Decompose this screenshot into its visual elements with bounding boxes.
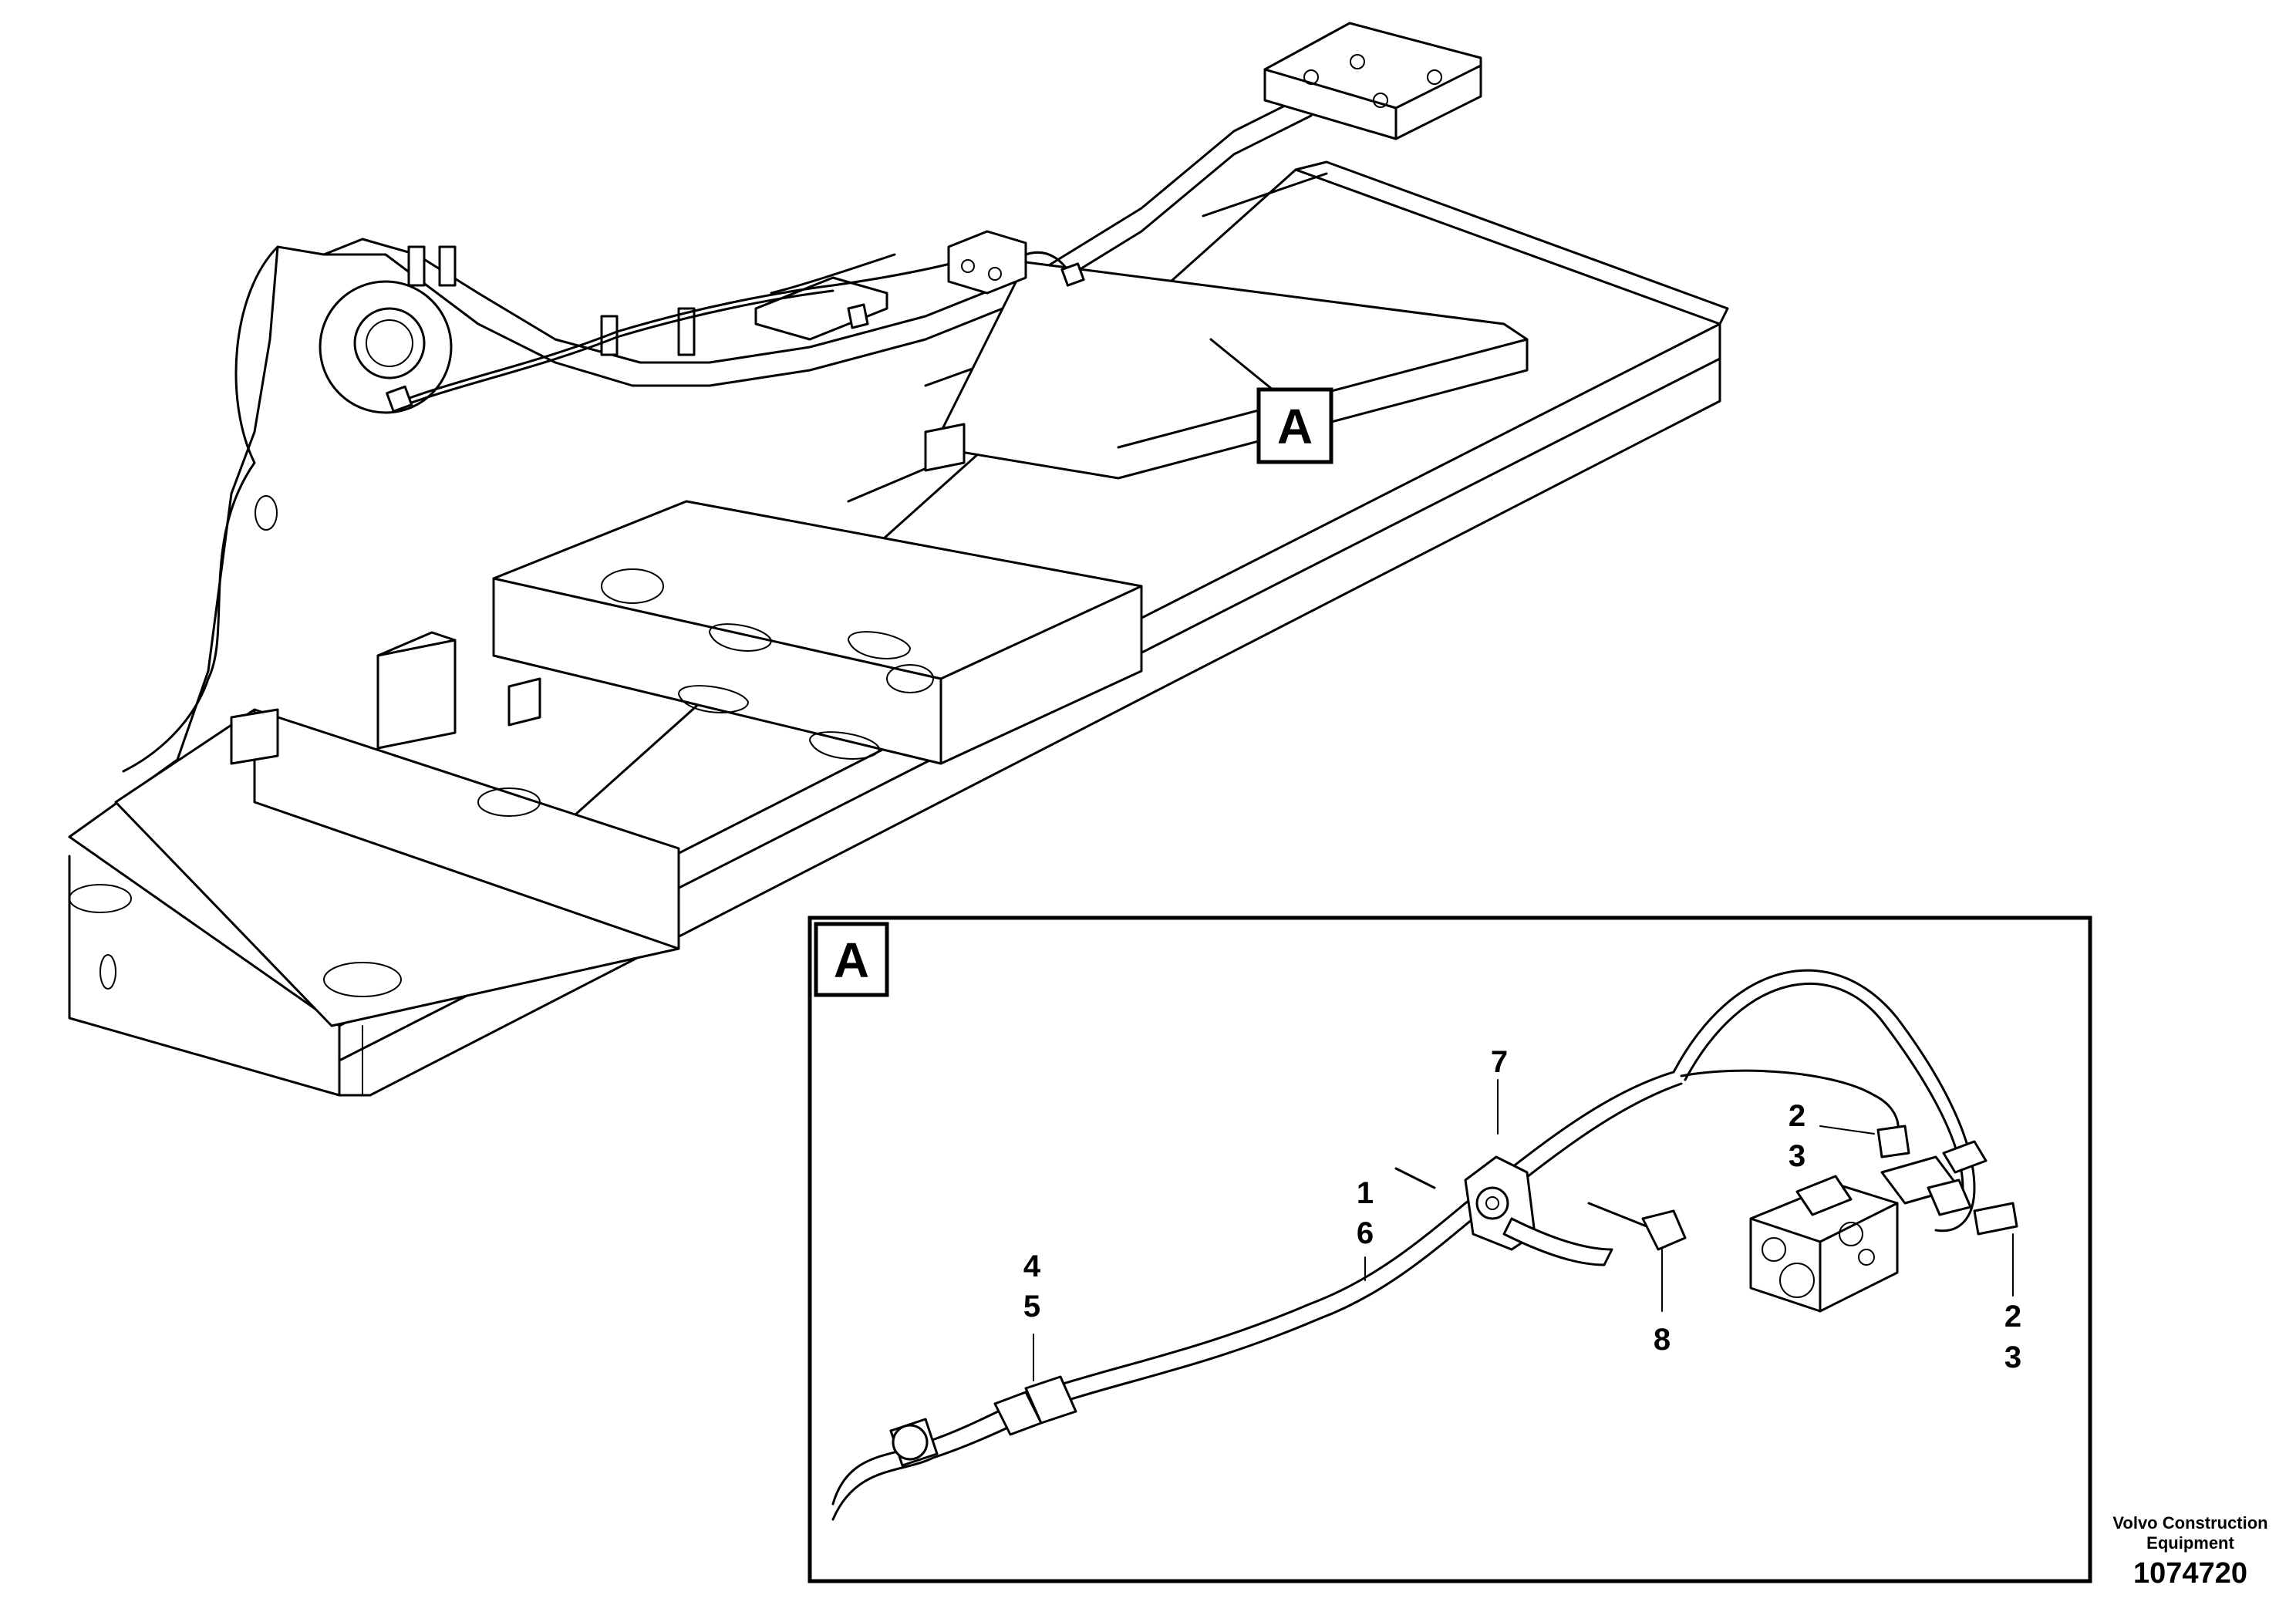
callout-7: 7	[1491, 1045, 1508, 1079]
callout-leaders	[1033, 1079, 2014, 1381]
footer: Volvo Construction Equipment 1074720	[2112, 1513, 2267, 1590]
view-marker-leader	[1209, 338, 1274, 391]
callout-2-upper: 2	[1789, 1099, 1805, 1133]
company-name-line2: Equipment	[2146, 1533, 2234, 1553]
callout-8: 8	[1654, 1323, 1671, 1357]
callout-5: 5	[1023, 1290, 1040, 1324]
callouts: 7 1 6 2 3 2 3 4 5 8	[1023, 1045, 2021, 1374]
callout-2-lower: 2	[2004, 1300, 2021, 1334]
detail-view-a: A	[807, 916, 2092, 1583]
callout-1: 1	[1357, 1176, 1374, 1210]
callout-6: 6	[1357, 1216, 1374, 1250]
svg-text:A: A	[1277, 399, 1313, 454]
callout-3-upper: 3	[1789, 1139, 1805, 1173]
company-name-line1: Volvo Construction	[2112, 1513, 2267, 1533]
detail-label-a: A	[834, 932, 869, 988]
detail-label-box	[814, 922, 889, 997]
callout-3-lower: 3	[2004, 1340, 2021, 1374]
frame-overview	[68, 22, 1729, 1097]
document-number: 1074720	[2133, 1557, 2247, 1590]
overview-harness	[386, 230, 1085, 413]
view-marker-a: A	[1256, 387, 1333, 464]
callout-4: 4	[1023, 1249, 1041, 1283]
